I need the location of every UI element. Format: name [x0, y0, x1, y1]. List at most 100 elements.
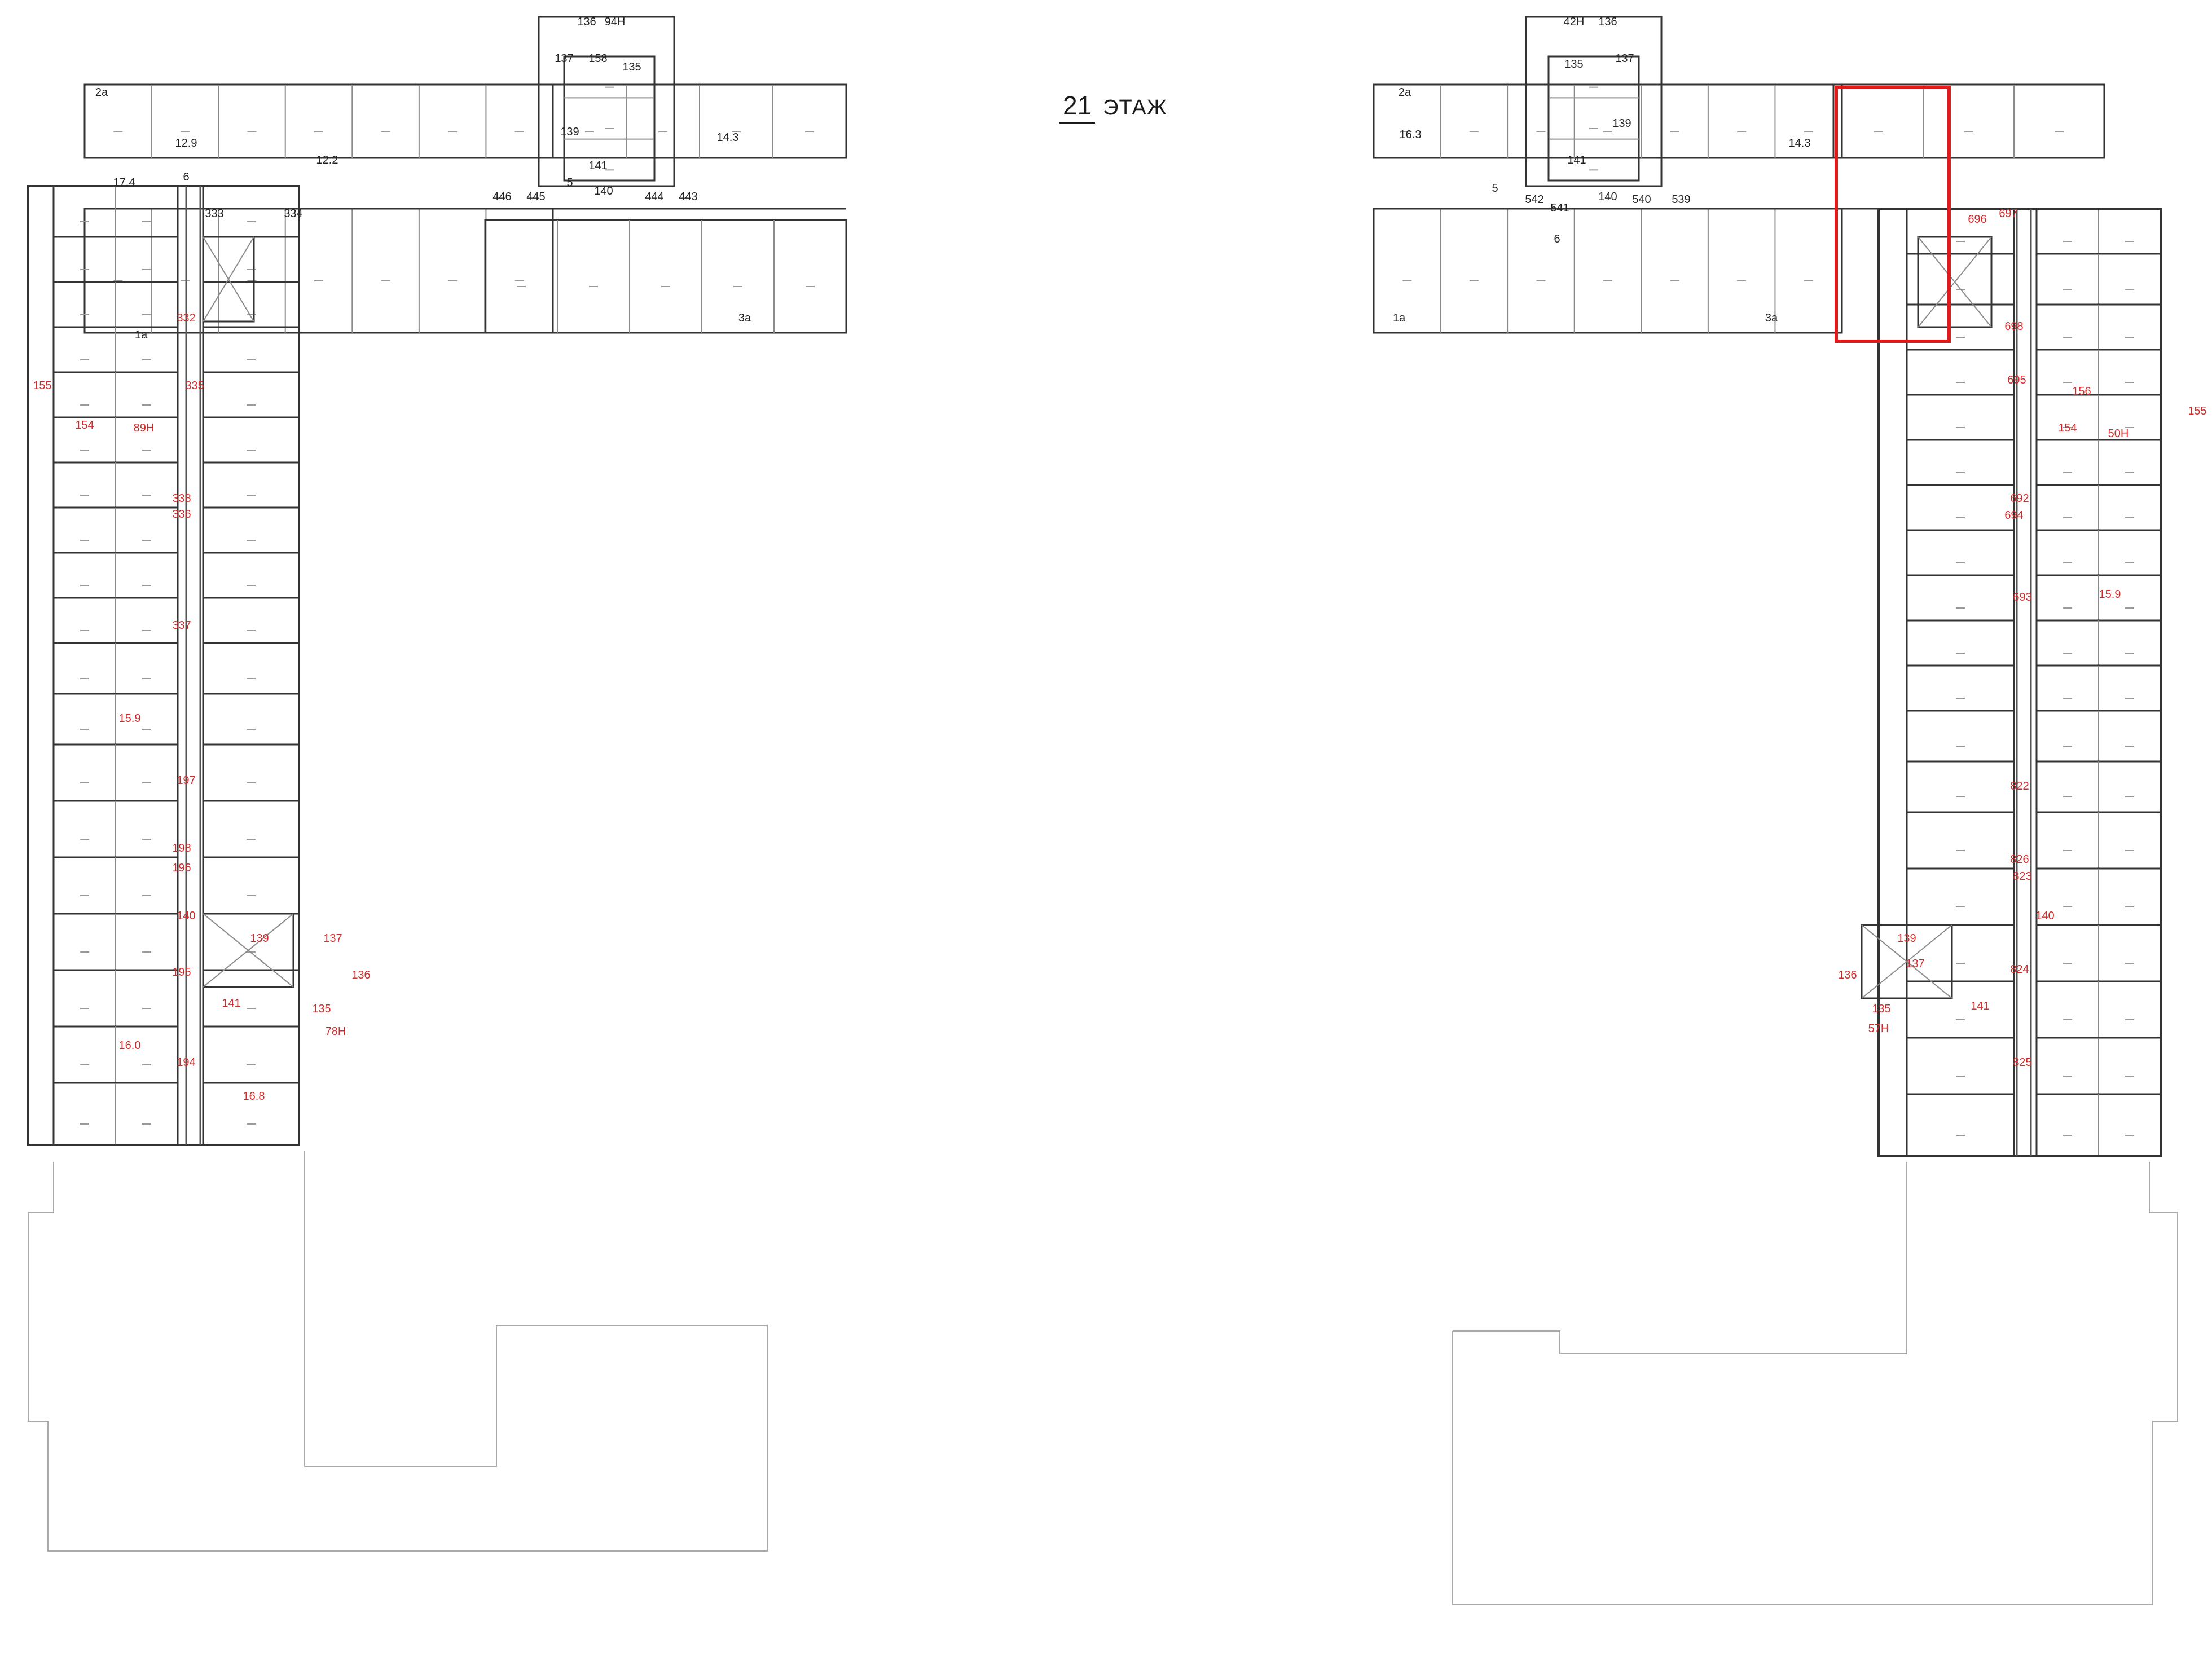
unit-number-label: 824 [2010, 963, 2029, 976]
unit-number-label: 135 [1872, 1003, 1890, 1015]
wall [202, 969, 300, 1028]
unit-number-label: 692 [2010, 492, 2029, 505]
unit-number-label: 17.4 [113, 177, 135, 189]
wall [1906, 484, 2015, 531]
unit-number-label: 12.2 [316, 154, 338, 166]
unit-number-label: 2a [95, 86, 108, 99]
unit-number-label: 136 [1598, 16, 1617, 28]
wall [202, 552, 300, 599]
lift-core [1861, 924, 1953, 999]
unit-number-label: 137 [1615, 52, 1634, 65]
unit-number-label: 136 [577, 16, 596, 28]
right-building [1373, 16, 2162, 1157]
wall [1906, 439, 2015, 486]
wall [202, 856, 300, 915]
unit-number-label: 2a [1399, 86, 1411, 99]
unit-number-label: 135 [622, 61, 641, 73]
unit-number-label: 12.9 [175, 137, 197, 149]
unit-number-label: 198 [172, 842, 191, 854]
unit-number-label: 825 [2013, 1056, 2031, 1069]
unit-number-label: 443 [679, 191, 697, 203]
lift-core [202, 913, 294, 988]
podium-outline [28, 1151, 2178, 1605]
partition [1861, 924, 1952, 999]
wall [202, 506, 300, 554]
floor-label: 21 ЭТАЖ [1059, 90, 1167, 124]
unit-number-label: 155 [2188, 405, 2206, 417]
unit-number-label: 140 [1598, 191, 1617, 203]
unit-number-label: 136 [351, 969, 370, 981]
unit-number-label: 139 [250, 932, 269, 945]
lift-core [202, 236, 255, 323]
wall [202, 416, 300, 464]
unit-number-label: 135 [1564, 58, 1583, 70]
unit-number-label: 16.0 [119, 1039, 141, 1052]
unit-number-label: 336 [172, 508, 191, 521]
wall [1906, 574, 2015, 622]
unit-number-label: 94H [605, 16, 626, 28]
unit-number-label: 822 [2010, 780, 2029, 792]
floor-word: ЭТАЖ [1103, 96, 1167, 120]
unit-number-label: 15.9 [2099, 588, 2121, 601]
unit-number-label: 136 [1838, 969, 1857, 981]
wall [202, 743, 300, 802]
wall [1906, 867, 2015, 926]
unit-number-label: 89H [134, 422, 155, 434]
unit-number-label: 693 [2013, 591, 2031, 603]
unit-number-label: 141 [588, 160, 607, 172]
unit-number-label: 5 [1492, 182, 1498, 195]
partition [203, 913, 294, 988]
unit-number-label: 694 [2004, 509, 2023, 522]
podium-line [28, 1151, 768, 1552]
wall [563, 55, 656, 182]
left-building [27, 16, 847, 1146]
unit-number-label: 194 [177, 1056, 195, 1069]
wall [1906, 619, 2015, 667]
unit-number-label: 14.3 [717, 131, 739, 144]
unit-number-label: 154 [2058, 422, 2077, 434]
unit-number-label: 139 [560, 126, 579, 138]
wall [1906, 710, 2015, 763]
partition [1918, 236, 1992, 328]
unit-number-label: 50H [2108, 428, 2129, 440]
unit-number-label: 137 [555, 52, 573, 65]
left-wing-outline [27, 185, 300, 1146]
unit-number-label: 337 [172, 619, 191, 632]
wall [202, 326, 300, 373]
unit-number-label: 826 [2010, 853, 2029, 866]
unit-number-label: 14.3 [1789, 137, 1811, 149]
unit-number-label: 197 [177, 774, 195, 787]
unit-number-label: 698 [2004, 320, 2023, 333]
unit-number-label: 334 [284, 208, 302, 220]
unit-number-label: 155 [33, 380, 51, 392]
unit-number-label: 57H [1868, 1023, 1889, 1035]
highlighted-apartment[interactable] [1835, 86, 1951, 343]
unit-number-label: 3a [1765, 312, 1778, 324]
wall [202, 236, 300, 283]
unit-number-label: 16.8 [243, 1090, 265, 1103]
unit-number-label: 195 [172, 966, 191, 979]
wall [484, 219, 847, 334]
unit-number-label: 78H [326, 1025, 346, 1038]
unit-number-label: 15.9 [119, 712, 141, 725]
wall [202, 693, 300, 746]
wall [1906, 664, 2015, 712]
unit-number-label: 333 [205, 208, 223, 220]
unit-number-label: 696 [1968, 213, 1986, 226]
unit-number-label: 135 [312, 1003, 331, 1015]
stair-tower [1525, 16, 1663, 187]
floor-number: 21 [1059, 90, 1096, 124]
wall [202, 281, 300, 328]
unit-number-label: 141 [1567, 154, 1586, 166]
wall [1906, 760, 2015, 813]
unit-number-label: 540 [1632, 193, 1651, 206]
unit-number-label: 6 [183, 171, 189, 183]
unit-number-label: 539 [1672, 193, 1690, 206]
unit-number-label: 445 [526, 191, 545, 203]
unit-number-label: 158 [588, 52, 607, 65]
unit-number-label: 137 [323, 932, 342, 945]
unit-number-label: 16.3 [1400, 129, 1422, 141]
wall [202, 1025, 300, 1084]
